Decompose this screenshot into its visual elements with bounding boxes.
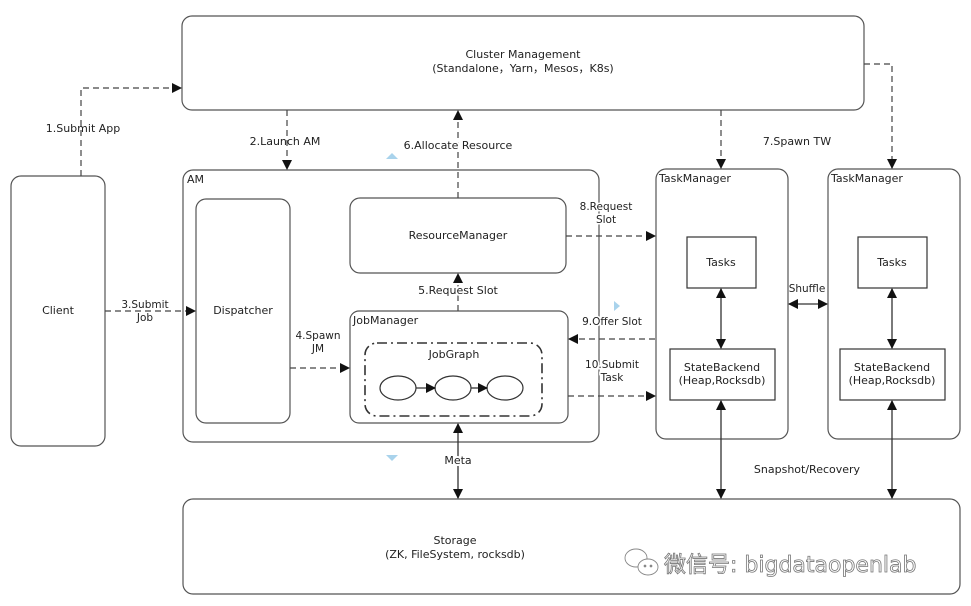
client-label: Client (42, 304, 75, 317)
edge-offer-slot-label: 9.Offer Slot (582, 316, 642, 328)
watermark-text: 微信号: bigdataopenlab (664, 553, 916, 578)
ui-triangle-down-icon (386, 455, 398, 461)
edge-request-slot-tm-label-2: Slot (596, 214, 616, 226)
storage-subtitle: (ZK, FileSystem, rocksdb) (385, 548, 525, 561)
tasks-box-1 (686, 236, 757, 289)
storage-title: Storage (433, 534, 476, 547)
watermark: 微信号: bigdataopenlab (624, 548, 917, 578)
edge-submit-app-label: 1.Submit App (46, 122, 121, 135)
edge-spawn-tw-2 (864, 63, 897, 169)
edge-meta-label: Meta (444, 454, 471, 467)
ui-triangle-up-icon (386, 153, 398, 159)
state-backend-1-label: StateBackend (684, 361, 760, 374)
job-vertex-1 (379, 375, 417, 401)
edge-spawn-tw-label: 7.Spawn TW (763, 135, 831, 148)
task-manager-2: TaskManager Tasks StateBackend (Heap,Roc… (827, 168, 961, 440)
job-manager-node: JobManager (349, 310, 569, 424)
edge-spawn-jm-label-1: 4.Spawn (295, 330, 340, 342)
edge-submit-app (80, 83, 182, 176)
edge-request-slot-tm-label-1: 8.Request (580, 201, 633, 213)
state-backend-2-sub: (Heap,Rocksdb) (849, 374, 936, 387)
task-manager-1-label: TaskManager (658, 172, 731, 185)
resource-manager-label: ResourceManager (409, 229, 508, 242)
edge-shuffle-label: Shuffle (789, 283, 826, 295)
tasks-2-label: Tasks (876, 256, 907, 269)
state-backend-2-label: StateBackend (854, 361, 930, 374)
dispatcher-label: Dispatcher (213, 304, 273, 317)
storage-node: Storage (ZK, FileSystem, rocksdb) (182, 498, 961, 595)
job-graph-label: JobGraph (428, 348, 480, 361)
am-label: AM (187, 173, 204, 186)
task-manager-2-label: TaskManager (830, 172, 903, 185)
job-vertex-2 (434, 375, 472, 401)
edge-spawn-jm-label-2: JM (311, 343, 324, 355)
state-backend-box-2 (839, 348, 946, 401)
edge-allocate-resource-label: 6.Allocate Resource (404, 139, 513, 152)
edge-submit-job-label-1: 3.Submit (121, 299, 168, 311)
job-vertex-3 (486, 375, 524, 401)
tasks-box-2 (857, 236, 928, 289)
edge-snapshot-recovery-label: Snapshot/Recovery (754, 463, 861, 476)
dispatcher-node: Dispatcher (195, 198, 291, 424)
cluster-management-subtitle: (Standalone，Yarn，Mesos，K8s) (432, 62, 613, 75)
state-backend-1-sub: (Heap,Rocksdb) (679, 374, 766, 387)
client-node: Client (10, 175, 106, 447)
ui-triangle-right-icon (614, 301, 620, 311)
edge-submit-task-label-2: Task (600, 372, 625, 384)
job-manager-label: JobManager (352, 314, 419, 327)
edge-submit-task-label-1: 10.Submit (585, 359, 639, 371)
edge-request-slot-rm-label: 5.Request Slot (418, 284, 498, 297)
cluster-management-title: Cluster Management (465, 48, 581, 61)
task-manager-1: TaskManager Tasks StateBackend (Heap,Roc… (655, 168, 789, 440)
cluster-management-node: Cluster Management (Standalone，Yarn，Meso… (181, 15, 865, 111)
edge-submit-job-label-2: Job (136, 312, 154, 324)
tasks-1-label: Tasks (705, 256, 736, 269)
wechat-icon (624, 548, 659, 576)
job-graph: JobGraph (364, 342, 543, 417)
state-backend-box-1 (669, 348, 776, 401)
edge-launch-am-label: 2.Launch AM (250, 135, 321, 148)
resource-manager-node: ResourceManager (349, 197, 567, 274)
